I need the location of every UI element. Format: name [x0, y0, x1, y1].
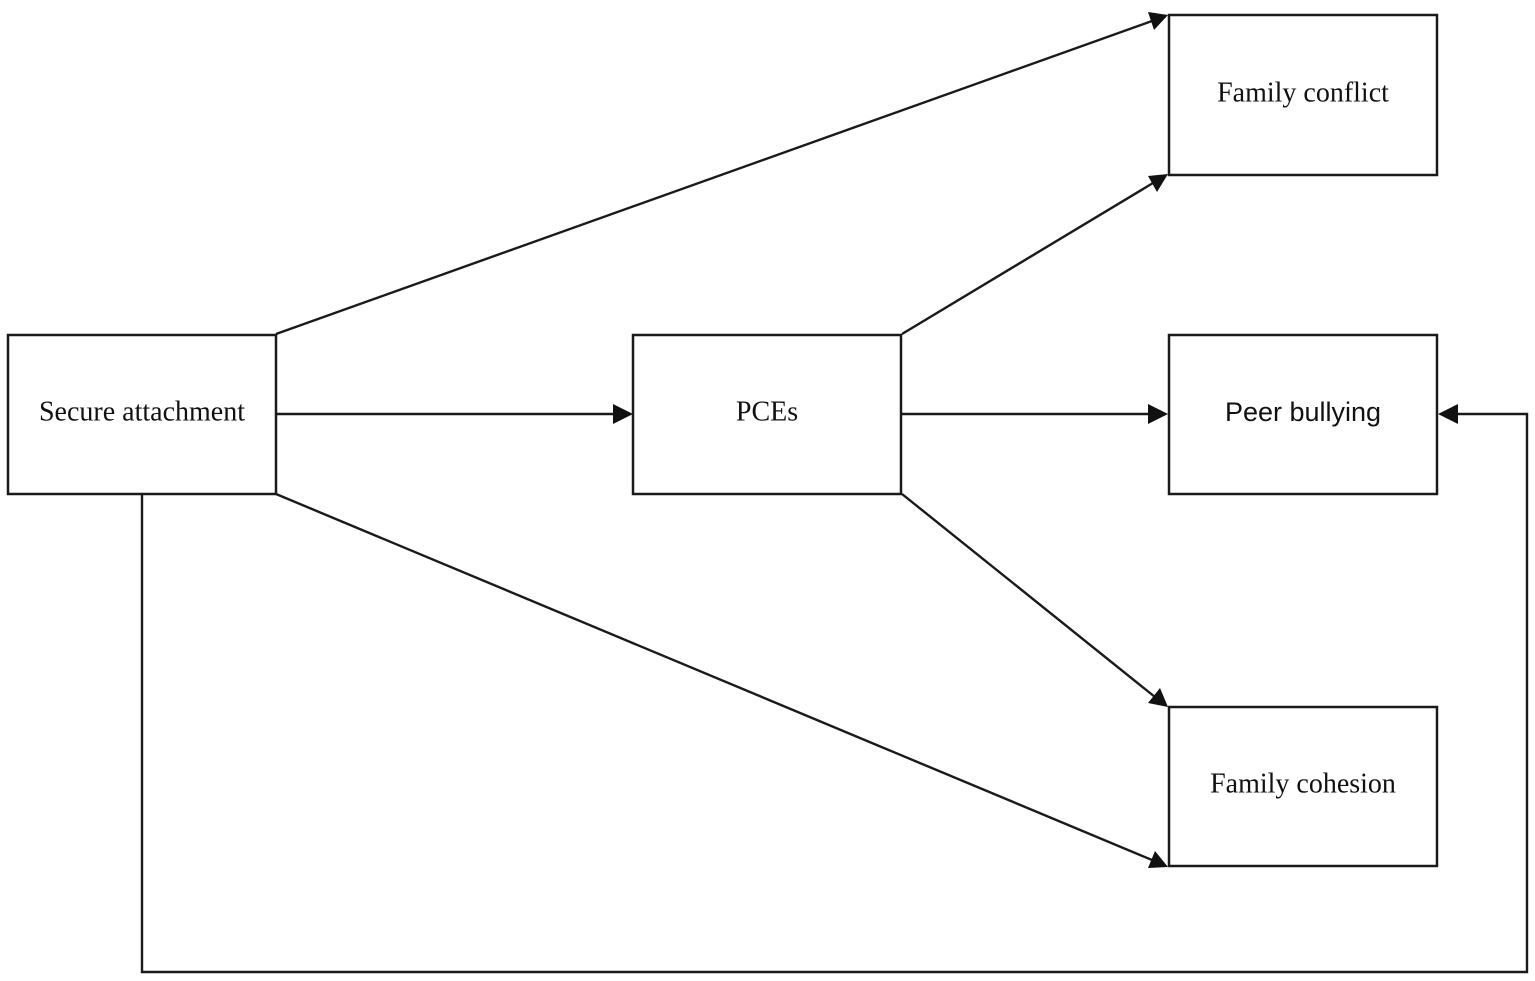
node-label: Peer bullying — [1225, 397, 1381, 427]
edge-secure-attachment-to-family-cohesion — [275, 492, 1153, 862]
arrowhead-family-cohesion-from-pces — [1148, 688, 1168, 707]
node-label: Family cohesion — [1210, 768, 1396, 799]
node-label: Secure attachment — [39, 396, 245, 427]
edges — [140, 19, 1529, 974]
node-box — [1167, 333, 1439, 496]
node-secure-attachment: Secure attachment — [6, 333, 278, 496]
arrowhead-family-conflict-from-secure-attachment — [1148, 12, 1168, 30]
edge-pces-to-family-cohesion — [901, 493, 1156, 698]
arrowhead-family-cohesion-from-secure-attachment — [1148, 851, 1168, 868]
arrowhead-pces — [613, 404, 633, 424]
arrowhead-peer-bullying-from-pces — [1148, 404, 1168, 424]
arrowheads — [613, 12, 1458, 868]
node-pces: PCEs — [631, 333, 903, 496]
node-family-cohesion: Family cohesion — [1167, 705, 1439, 868]
arrowhead-peer-bullying-from-secure-attachment — [1438, 404, 1458, 424]
edge-secure-attachment-to-peer-bullying — [140, 412, 1529, 974]
node-box — [1167, 705, 1439, 868]
arrowhead-family-conflict-from-pces — [1148, 174, 1168, 192]
edge-secure-attachment-to-family-conflict — [275, 19, 1153, 336]
node-family-conflict: Family conflict — [1167, 13, 1439, 177]
node-box — [6, 333, 278, 496]
edge-pces-to-family-conflict — [901, 181, 1154, 336]
node-box — [1167, 13, 1439, 177]
node-label: Family conflict — [1217, 77, 1389, 108]
node-peer-bullying: Peer bullying — [1167, 333, 1439, 496]
node-label: PCEs — [736, 396, 798, 427]
node-box — [631, 333, 903, 496]
